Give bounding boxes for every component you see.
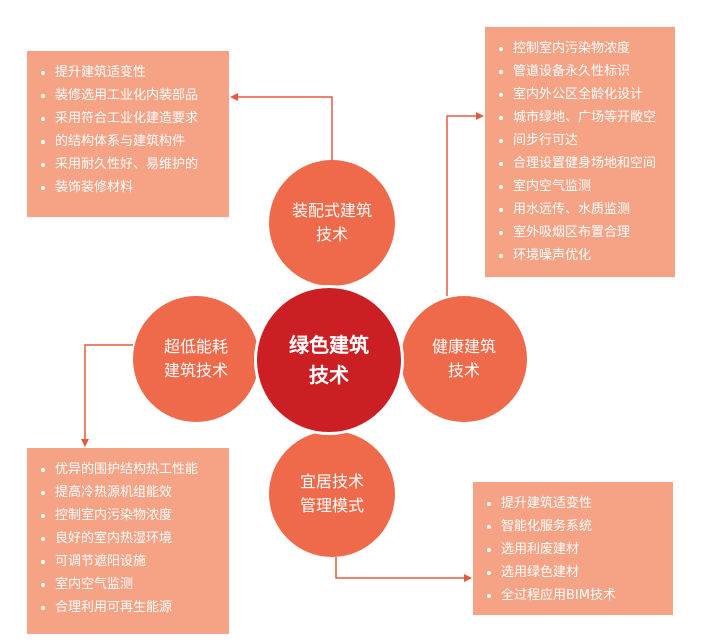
node-livable-management: 宜居技术管理模式 [269, 431, 395, 557]
node-label-line1: 装配式建筑 [291, 201, 372, 220]
node-label-line2: 技术 [315, 225, 348, 244]
list-item: 良好的室内热湿环境 [41, 527, 221, 550]
feature-list: 提升建筑适变性智能化服务系统选用利废建材选用绿色建材全过程应用BIM技术 [487, 492, 665, 607]
list-item: 提高冷热源机组能效 [41, 481, 221, 504]
list-item: 选用绿色建材 [487, 561, 665, 584]
box-ultra-low-energy-features: 优异的围护结构热工性能提高冷热源机组能效控制室内污染物浓度良好的室内热湿环境可调… [27, 448, 229, 634]
list-item: 控制室内污染物浓度 [499, 37, 667, 60]
arrow-to-top-right-box [446, 112, 484, 296]
node-label-line1: 超低能耗 [163, 337, 228, 356]
box-livable-management-features: 提升建筑适变性智能化服务系统选用利废建材选用绿色建材全过程应用BIM技术 [473, 482, 673, 615]
list-item: 管道设备永久性标识 [499, 60, 667, 83]
list-item: 全过程应用BIM技术 [487, 584, 665, 607]
arrow-to-bottom-left-box [81, 344, 133, 447]
list-item: 控制室内污染物浓度 [41, 504, 221, 527]
list-item: 的结构体系与建筑构件 [41, 130, 221, 153]
box-prefab-features: 提升建筑适变性装修选用工业化内装部品采用符合工业化建造要求的结构体系与建筑构件采… [27, 51, 229, 217]
node-label-line1: 健康建筑 [431, 337, 496, 356]
node-healthy-building: 健康建筑技术 [401, 296, 527, 422]
list-item: 采用符合工业化建造要求 [41, 107, 221, 130]
arrow-to-bottom-right-box [335, 557, 472, 582]
feature-list: 提升建筑适变性装修选用工业化内装部品采用符合工业化建造要求的结构体系与建筑构件采… [41, 61, 221, 199]
list-item: 提升建筑适变性 [487, 492, 665, 515]
node-label-line1: 宜居技术 [299, 472, 364, 491]
list-item: 城市绿地、广场等开敞空 [499, 106, 667, 129]
list-item: 合理设置健身场地和空间 [499, 152, 667, 175]
list-item: 选用利废建材 [487, 538, 665, 561]
list-item: 可调节遮阳设施 [41, 550, 221, 573]
center-label-line1: 绿色建筑 [289, 333, 369, 357]
node-label-line2: 管理模式 [299, 496, 364, 515]
node-label-line2: 技术 [447, 361, 480, 380]
node-prefab-building: 装配式建筑技术 [269, 160, 395, 286]
feature-list: 优异的围护结构热工性能提高冷热源机组能效控制室内污染物浓度良好的室内热湿环境可调… [41, 458, 221, 619]
arrow-to-top-left-box [230, 93, 333, 160]
list-item: 间步行可达 [499, 129, 667, 152]
list-item: 装饰装修材料 [41, 176, 221, 199]
list-item: 优异的围护结构热工性能 [41, 458, 221, 481]
list-item: 环境噪声优化 [499, 244, 667, 267]
list-item: 室内空气监测 [41, 573, 221, 596]
feature-list: 控制室内污染物浓度管道设备永久性标识室内外公区全龄化设计城市绿地、广场等开敞空间… [499, 37, 667, 267]
list-item: 室内外公区全龄化设计 [499, 83, 667, 106]
list-item: 采用耐久性好、易维护的 [41, 153, 221, 176]
node-ultra-low-energy: 超低能耗建筑技术 [133, 296, 259, 422]
list-item: 用水远传、水质监测 [499, 198, 667, 221]
list-item: 智能化服务系统 [487, 515, 665, 538]
list-item: 室外吸烟区布置合理 [499, 221, 667, 244]
list-item: 装修选用工业化内装部品 [41, 84, 221, 107]
list-item: 提升建筑适变性 [41, 61, 221, 84]
center-label-line2: 技术 [309, 363, 349, 387]
node-label-line2: 建筑技术 [163, 361, 228, 380]
box-healthy-building-features: 控制室内污染物浓度管道设备永久性标识室内外公区全龄化设计城市绿地、广场等开敞空间… [485, 27, 675, 277]
list-item: 室内空气监测 [499, 175, 667, 198]
list-item: 合理利用可再生能源 [41, 596, 221, 619]
node-green-building-center: 绿色建筑技术 [254, 285, 404, 435]
